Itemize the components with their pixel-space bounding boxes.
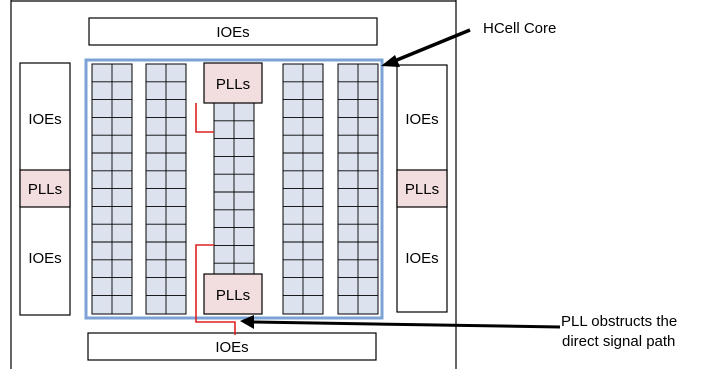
obstruction-callout-line1: PLL obstructs the bbox=[561, 313, 677, 330]
core-callout-arrowhead bbox=[381, 55, 400, 67]
right-pll-block bbox=[396, 169, 448, 208]
core-pll-top-label: PLLs bbox=[216, 76, 250, 93]
obstruction-callout-arrowhead bbox=[240, 315, 254, 329]
logic-array-columns bbox=[91, 63, 379, 315]
core-pll-bottom-label: PLLs bbox=[216, 287, 250, 304]
top-ioe-block bbox=[88, 17, 378, 46]
right-ioe-label-upper: IOEs bbox=[405, 111, 438, 128]
right-pll-label: PLLs bbox=[405, 181, 439, 198]
logic-array-column-2 bbox=[145, 63, 187, 315]
logic-array-column-1 bbox=[91, 63, 133, 315]
core-callout-arrow bbox=[391, 28, 471, 64]
signal-path-bottom bbox=[195, 244, 236, 335]
logic-array-column-5 bbox=[337, 63, 379, 315]
signal-path-top bbox=[195, 103, 214, 133]
left-pll-label: PLLs bbox=[28, 181, 62, 198]
right-ioe-label-lower: IOEs bbox=[405, 250, 438, 267]
core-pll-bottom bbox=[203, 273, 263, 315]
top-ioe-label: IOEs bbox=[216, 24, 249, 41]
left-pll-block bbox=[19, 169, 71, 208]
hcell-core-callout-label: HCell Core bbox=[483, 20, 556, 37]
left-ioe-label-upper: IOEs bbox=[28, 111, 61, 128]
bottom-ioe-block bbox=[87, 332, 377, 361]
core-pll-top bbox=[203, 62, 263, 104]
obstruction-callout-line2: direct signal path bbox=[562, 333, 675, 350]
logic-array-column-4 bbox=[282, 63, 324, 315]
logic-array-column-3 bbox=[213, 102, 255, 275]
obstruction-callout-arrow bbox=[251, 320, 561, 329]
left-ioe-label-lower: IOEs bbox=[28, 250, 61, 267]
bottom-ioe-label: IOEs bbox=[215, 339, 248, 356]
